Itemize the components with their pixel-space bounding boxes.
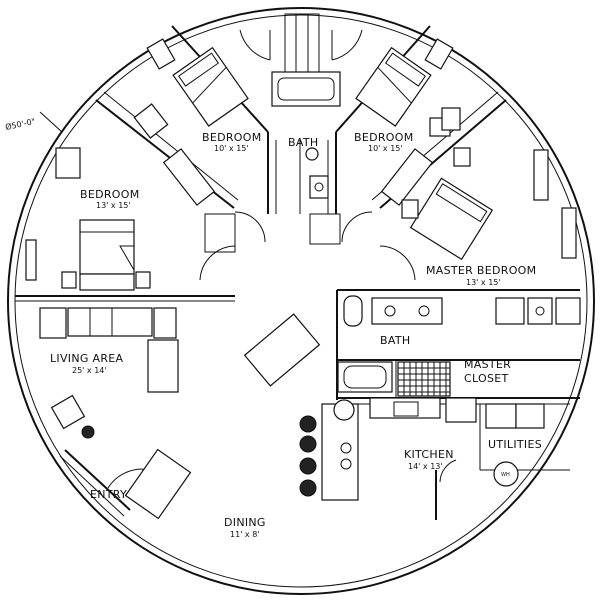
bedroom-top-right-name: BEDROOM [354,131,414,144]
dining-name: DINING [224,516,266,529]
living-area-size: 25' x 14' [72,366,107,375]
kitchen-name: KITCHEN [404,448,454,461]
kitchen-size: 14' x 13' [408,462,443,471]
master-closet-line2: CLOSET [464,372,509,385]
bedroom-top-left-name: BEDROOM [202,131,262,144]
master-bedroom-name: MASTER BEDROOM [426,264,536,277]
bedroom-top-right-size: 10' x 15' [368,144,403,153]
bed-master [409,177,494,261]
washer-label: WH [501,472,510,478]
master-closet-shelving [397,361,451,397]
bedroom-furniture [133,103,581,325]
master-closet-line1: MASTER [464,358,511,371]
bath-top-name: BATH [288,136,318,149]
master-bath-name: BATH [380,334,410,347]
diameter-label: Ø50'-0" [4,116,36,132]
bed-left [61,219,151,291]
bed-top-right [355,46,432,127]
dining-size: 11' x 8' [230,530,260,539]
living-area-name: LIVING AREA [50,352,124,365]
bed-top-left [172,46,249,127]
kitchen-fixtures [124,397,545,520]
master-bedroom-size: 13' x 15' [466,278,501,287]
room-labels: BEDROOM 13' x 15' BEDROOM 10' x 15' BATH… [50,131,542,539]
entry-name: ENTRY [90,488,127,501]
bedroom-left-name: BEDROOM [80,188,140,201]
utilities-name: UTILITIES [488,438,542,451]
diameter-dimension: Ø50'-0" [4,111,63,133]
bedroom-top-left-size: 10' x 15' [214,144,249,153]
bath-fixtures [271,71,443,393]
living-furniture [39,307,321,439]
bedroom-left-size: 13' x 15' [96,201,131,210]
